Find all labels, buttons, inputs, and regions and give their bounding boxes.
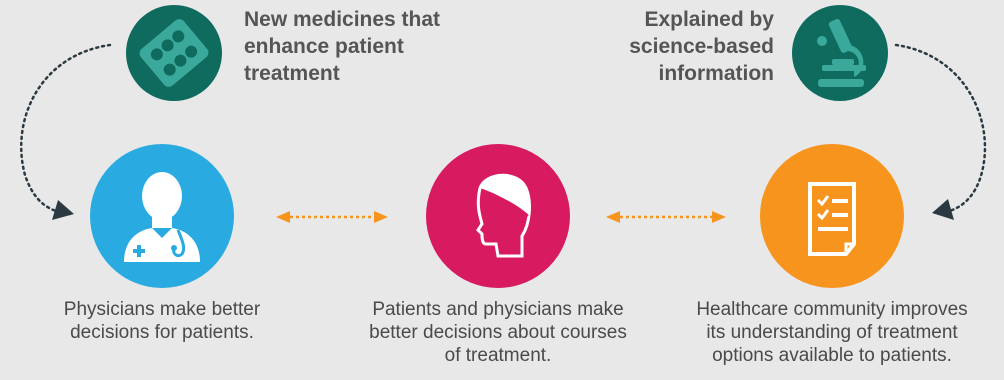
arrowhead-left: [52, 200, 74, 220]
patient-caption: Patients and physicians make better deci…: [350, 298, 646, 367]
physician-caption-line-2: decisions for patients.: [70, 322, 254, 343]
top-left-line-1: New medicines that: [244, 8, 441, 31]
physician-caption: Physicians make better decisions for pat…: [42, 298, 282, 344]
healthcare-caption-line-2: its understanding of treatment: [706, 322, 958, 343]
patient-caption-line-1: Patients and physicians make: [372, 299, 624, 320]
healthcare-caption: Healthcare community improves its unders…: [680, 298, 984, 367]
top-right-line-1: Explained by: [644, 8, 774, 31]
pill-pack-badge: [126, 5, 222, 101]
top-right-line-2: science-based: [629, 35, 774, 58]
healthcare-caption-line-3: options available to patients.: [712, 345, 952, 366]
patient-head-icon: [476, 173, 531, 258]
curved-arrow-left: [20, 43, 112, 216]
document-checklist-icon: [808, 182, 856, 256]
microscope-badge: [792, 5, 888, 101]
pill-pack-icon: [139, 19, 209, 87]
top-left-line-3: treatment: [244, 62, 340, 85]
patient-caption-line-3: of treatment.: [444, 345, 552, 366]
patient-circle: [426, 144, 570, 288]
physician-caption-line-1: Physicians make better: [63, 299, 261, 320]
patient-caption-line-2: better decisions about courses: [369, 322, 627, 343]
physician-circle: [90, 144, 234, 288]
top-left-line-2: enhance patient: [244, 35, 404, 58]
top-right-line-3: information: [658, 62, 775, 85]
top-right-text: Explained by science-based information: [629, 6, 774, 87]
healthcare-caption-line-1: Healthcare community improves: [696, 299, 968, 320]
healthcare-circle: [760, 144, 904, 288]
double-arrow-left: [276, 211, 388, 223]
microscope-icon: [817, 18, 866, 87]
curved-arrow-right: [894, 43, 987, 215]
top-left-text: New medicines that enhance patient treat…: [244, 6, 440, 87]
double-arrow-right: [606, 211, 726, 223]
arrowhead-right: [932, 199, 954, 220]
doctor-icon: [124, 172, 200, 262]
